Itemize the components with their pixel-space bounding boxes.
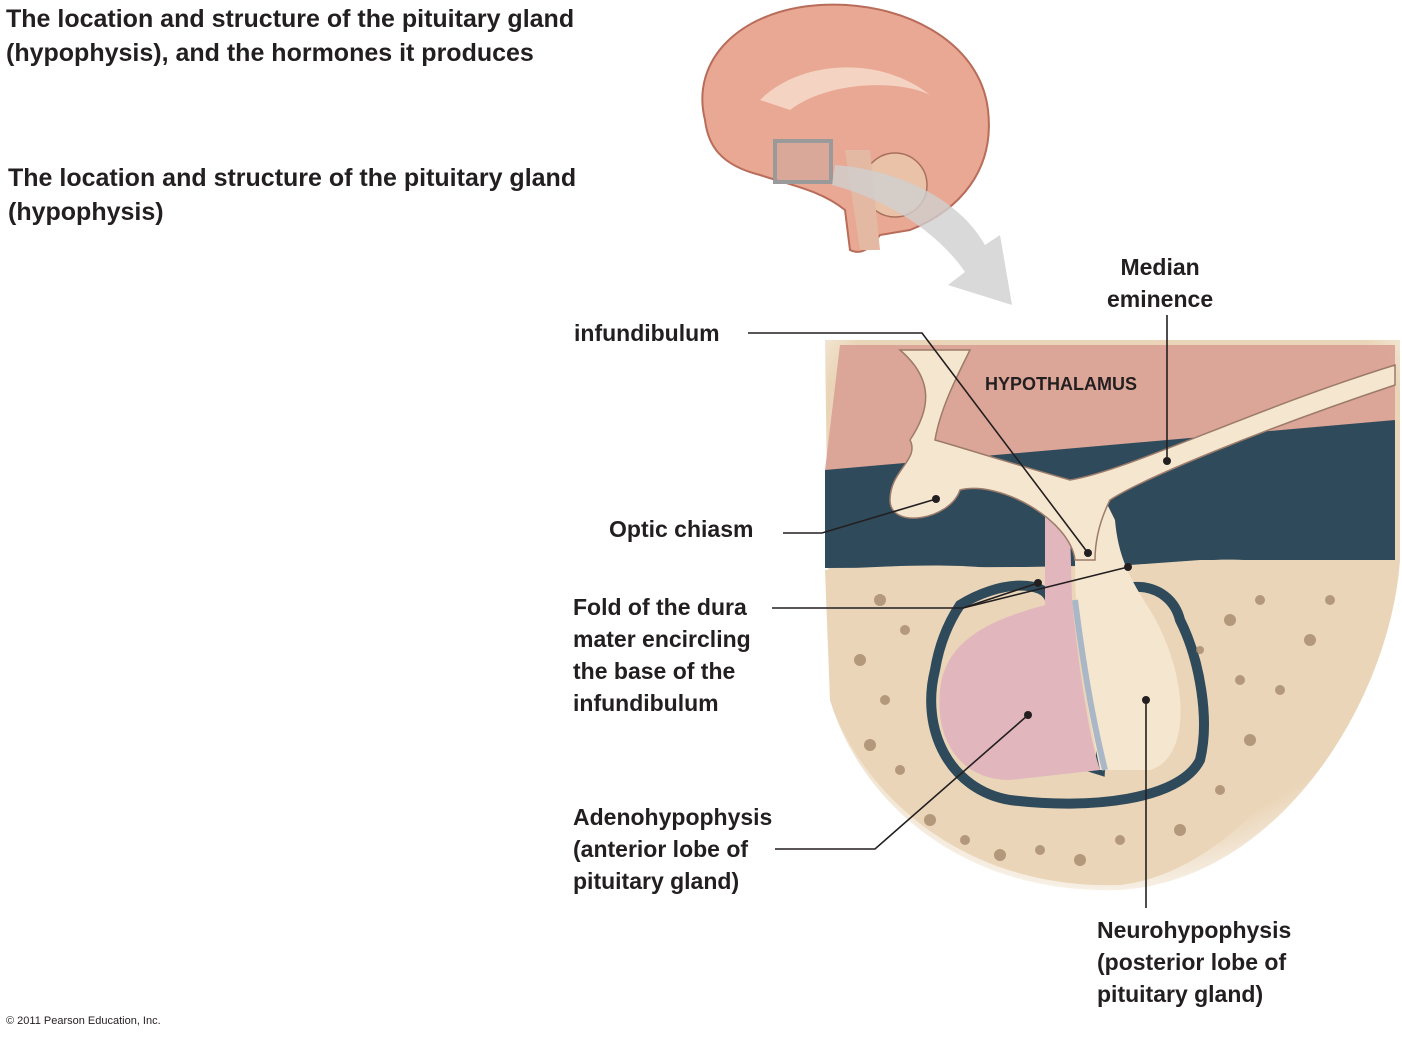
label-neurohypophysis: Neurohypophysis (posterior lobe of pitui… [1097,917,1292,1007]
brain-sagittal-view [701,3,1012,305]
page-title: The location and structure of the pituit… [6,5,575,67]
figure-title: The location and structure of the pituit… [8,164,577,226]
bone-pores [854,594,1335,866]
label-infundibulum: infundibulum [574,320,720,346]
leader-lines [748,315,1168,908]
copyright: © 2011 Pearson Education, Inc. [6,1015,161,1027]
label-dura-fold: Fold of the dura mater encircling the ba… [573,594,751,716]
label-median-eminence: Median eminence [1107,254,1214,312]
label-adenohypophysis: Adenohypophysis (anterior lobe of pituit… [573,804,773,894]
label-hypothalamus: HYPOTHALAMUS [985,374,1137,394]
label-optic-chiasm: Optic chiasm [609,516,754,542]
